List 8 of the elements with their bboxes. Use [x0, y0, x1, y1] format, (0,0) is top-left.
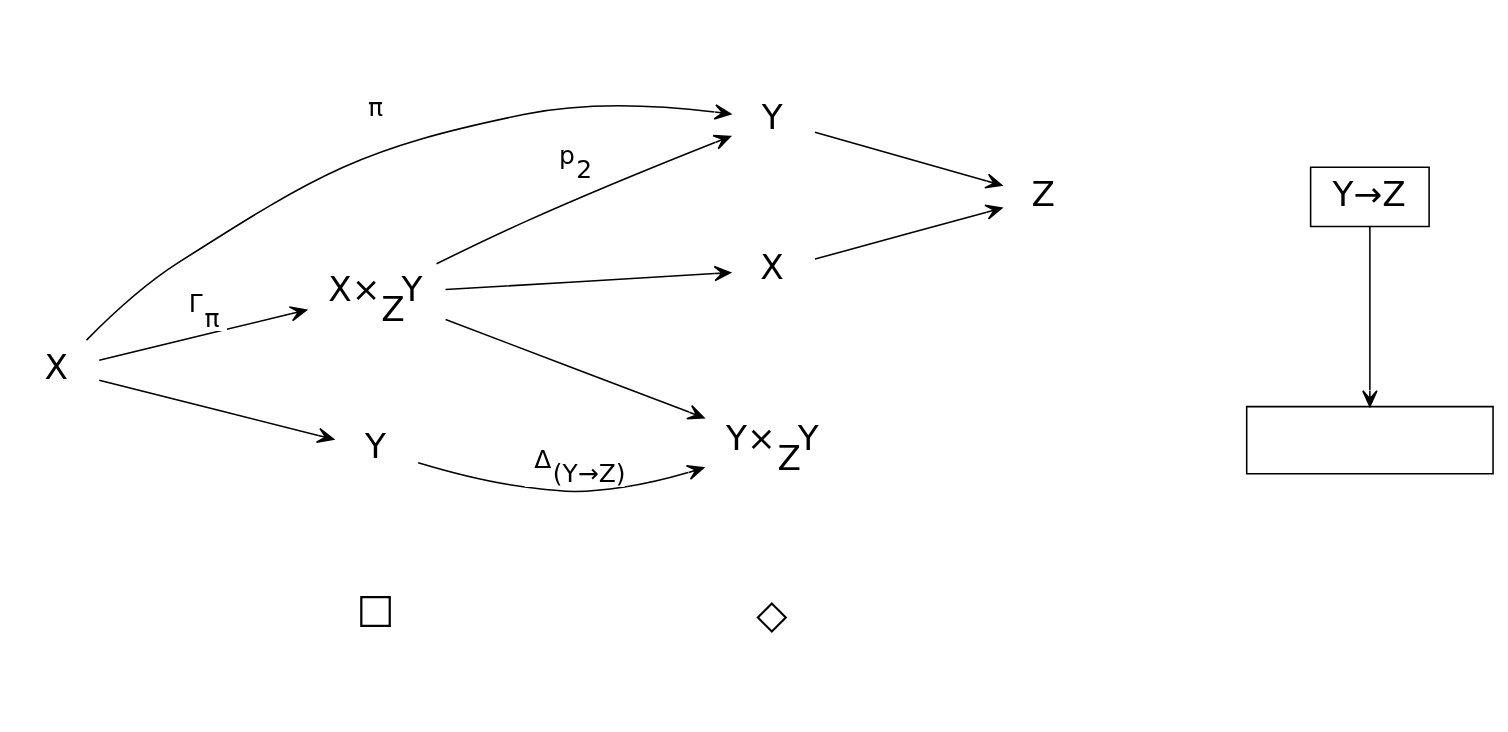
node-text: X [44, 346, 69, 387]
edge-label: π [368, 92, 384, 122]
label: ◇ [756, 589, 788, 638]
node-text: Y [761, 96, 783, 137]
label: □ [356, 583, 395, 631]
node-text: X [760, 246, 784, 287]
node-text: Z [1031, 173, 1056, 214]
node-text: Y [364, 425, 386, 466]
